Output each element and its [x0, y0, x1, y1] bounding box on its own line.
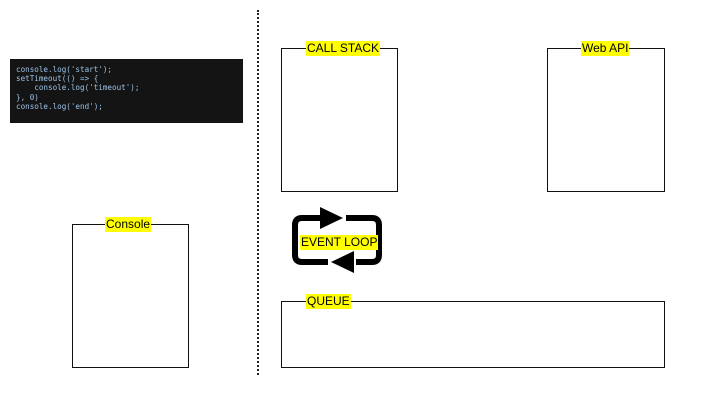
code-snippet: console.log('start'); setTimeout(() => {…	[10, 59, 243, 123]
code-line: console.log('start');	[16, 65, 113, 74]
web-api-label: Web API	[581, 41, 630, 56]
call-stack-label: CALL STACK	[306, 41, 381, 56]
loop-arrows-icon	[292, 207, 382, 273]
queue-box	[281, 301, 665, 368]
code-line: console.log('end');	[16, 101, 103, 111]
code-line: setTimeout(() => {	[16, 74, 99, 84]
console-label: Console	[105, 217, 152, 232]
section-divider	[257, 10, 259, 375]
console-box	[72, 224, 189, 368]
web-api-box	[547, 48, 665, 192]
code-line: console.log('timeout');	[16, 83, 140, 93]
code-line: }, 0)	[16, 92, 39, 102]
queue-label: QUEUE	[306, 294, 351, 309]
call-stack-box	[281, 48, 398, 192]
event-loop-label: EVENT LOOP	[300, 235, 379, 250]
